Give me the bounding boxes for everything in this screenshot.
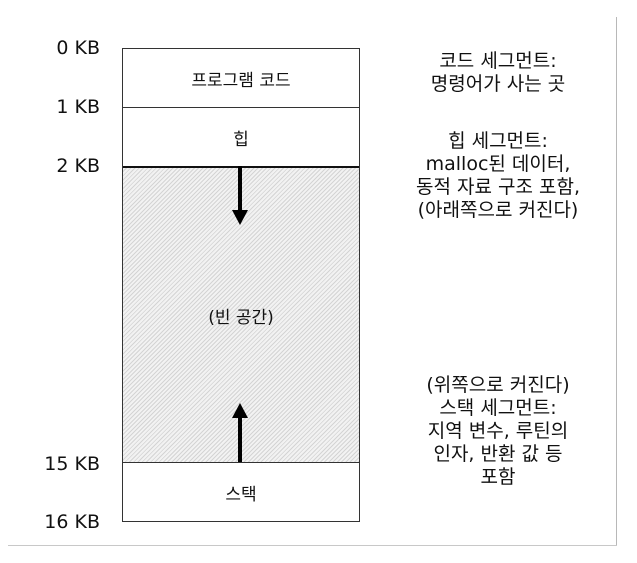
heap-segment: 힙 (123, 108, 359, 168)
address-label-1kb: 1 KB (56, 96, 100, 118)
description-line: (아래쪽으로 커진다) (417, 199, 579, 221)
heap-segment-label: 힙 (233, 129, 249, 150)
address-label-16kb: 16 KB (44, 511, 100, 533)
description-line: 명령어가 사는 곳 (430, 73, 566, 95)
code-segment-description: 코드 세그먼트: 명령어가 사는 곳 (380, 50, 616, 96)
description-line: 인자, 반환 값 등 (433, 443, 563, 465)
address-label-15kb: 15 KB (44, 453, 100, 475)
description-line: 동적 자료 구조 포함, (416, 176, 580, 198)
figure-border-right (616, 17, 617, 546)
description-line: (위쪽으로 커진다) (426, 374, 570, 396)
description-line: malloc된 데이터, (425, 153, 571, 175)
figure-border-bottom (8, 545, 617, 546)
description-line: 스택 세그먼트: (439, 397, 557, 419)
description-line: 힙 세그먼트: (448, 130, 548, 152)
heap-segment-description: 힙 세그먼트: malloc된 데이터, 동적 자료 구조 포함, (아래쪽으로… (380, 130, 616, 222)
description-line: 포함 (480, 466, 516, 488)
description-line: 지역 변수, 루틴의 (427, 420, 569, 442)
free-space-label: (빈 공간) (208, 307, 274, 328)
description-line: 코드 세그먼트: (439, 50, 557, 72)
address-label-0kb: 0 KB (56, 37, 100, 59)
code-segment-label: 프로그램 코드 (191, 70, 291, 91)
stack-segment: 스택 (123, 463, 359, 521)
stack-segment-description: (위쪽으로 커진다) 스택 세그먼트: 지역 변수, 루틴의 인자, 반환 값 … (380, 374, 616, 489)
arrow-down-icon (232, 166, 248, 225)
arrow-up-icon (232, 403, 248, 462)
stack-segment-label: 스택 (225, 484, 257, 505)
code-segment: 프로그램 코드 (123, 49, 359, 108)
address-label-2kb: 2 KB (56, 155, 100, 177)
